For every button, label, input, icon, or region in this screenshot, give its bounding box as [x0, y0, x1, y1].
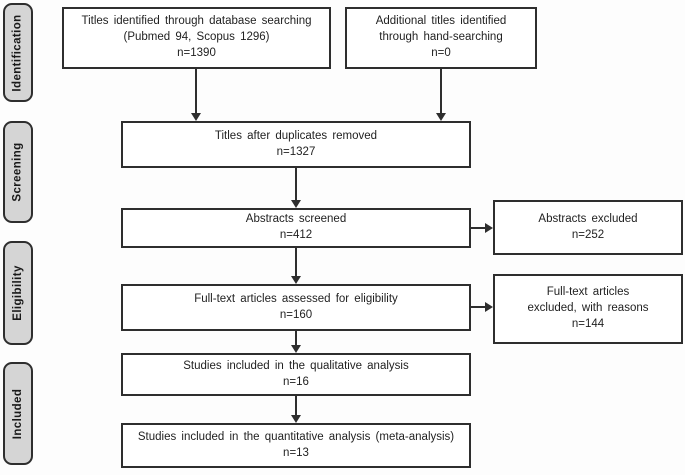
arrow-duplicates-to-screened: [291, 168, 301, 208]
stage-identification-label: Identification: [12, 13, 24, 92]
arrow-database-to-duplicates: [191, 69, 201, 121]
arrow-fulltext-to-excluded: [471, 302, 493, 312]
arrow-handsearch-to-duplicates: [436, 69, 446, 121]
box-database-searching: Titles identified through database searc…: [62, 7, 331, 69]
box-hand-searching: Additional titles identified through han…: [345, 7, 537, 69]
box-fulltext-excluded: Full-text articles excluded, with reason…: [493, 274, 683, 344]
box-quantitative-included: Studies included in the quantitative ana…: [121, 423, 471, 468]
arrow-screened-to-fulltext: [291, 248, 301, 284]
arrow-fulltext-to-qualitative: [291, 331, 301, 353]
box-duplicates-removed: Titles after duplicates removed n=1327: [121, 121, 471, 168]
arrow-qualitative-to-quantitative: [291, 396, 301, 423]
stage-eligibility: Eligibility: [3, 241, 33, 345]
arrow-screened-to-excluded: [471, 223, 493, 233]
stage-screening: Screening: [3, 121, 33, 223]
stage-included: Included: [3, 362, 33, 465]
stage-eligibility-label: Eligibility: [12, 265, 25, 321]
stage-screening-label: Screening: [12, 142, 25, 202]
box-fulltext-assessed: Full-text articles assessed for eligibil…: [121, 284, 471, 331]
box-abstracts-screened: Abstracts screened n=412: [121, 208, 471, 248]
box-abstracts-excluded: Abstracts excluded n=252: [493, 200, 683, 255]
stage-identification: Identification: [3, 3, 33, 102]
stage-included-label: Included: [12, 388, 25, 439]
box-qualitative-included: Studies included in the qualitative anal…: [121, 353, 471, 396]
